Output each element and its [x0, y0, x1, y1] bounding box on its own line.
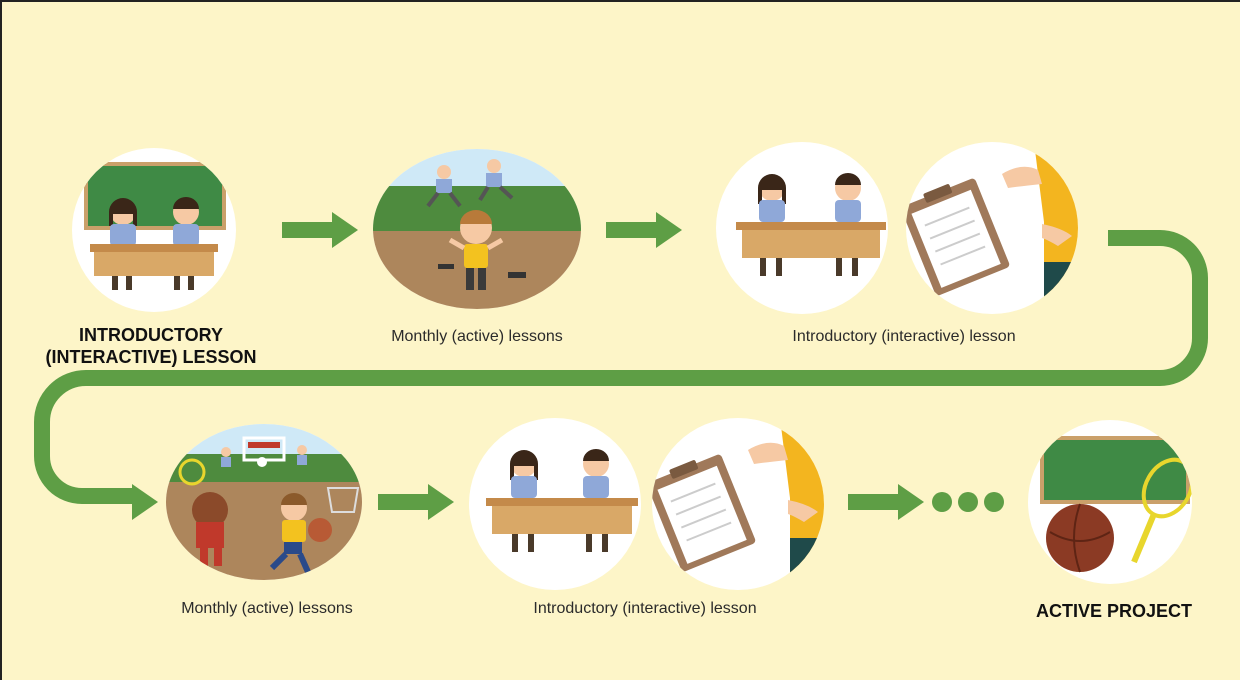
arrow-4-5 [378, 484, 454, 520]
blackboard-ball-racket-icon [1028, 420, 1192, 584]
continuation-dots [932, 492, 1004, 512]
arrow-2-3 [606, 212, 682, 248]
sports-field-icon [166, 424, 362, 580]
step-4-label: Monthly (active) lessons [181, 600, 353, 617]
outdoor-exercise-icon [373, 149, 581, 309]
return-connector [34, 230, 1208, 520]
step-1-label: INTRODUCTORY (INTERACTIVE) LESSON [26, 324, 276, 368]
connector-arrows [282, 212, 1004, 520]
step-3-label: Introductory (interactive) lesson [792, 328, 1016, 345]
classroom-clipboard-icon [716, 142, 1078, 314]
classroom-clipboard-icon-2 [469, 418, 824, 590]
step-1-label-line-2: (INTERACTIVE) LESSON [45, 347, 257, 367]
step-6-label: ACTIVE PROJECT [1035, 601, 1193, 621]
classroom-icon [72, 148, 236, 312]
arrow-5-6 [848, 484, 924, 520]
step-1-label-line-1: INTRODUCTORY [79, 325, 223, 345]
arrow-1-2 [282, 212, 358, 248]
step-2-label: Monthly (active) lessons [391, 328, 563, 345]
step-5-label: Introductory (interactive) lesson [533, 600, 757, 617]
